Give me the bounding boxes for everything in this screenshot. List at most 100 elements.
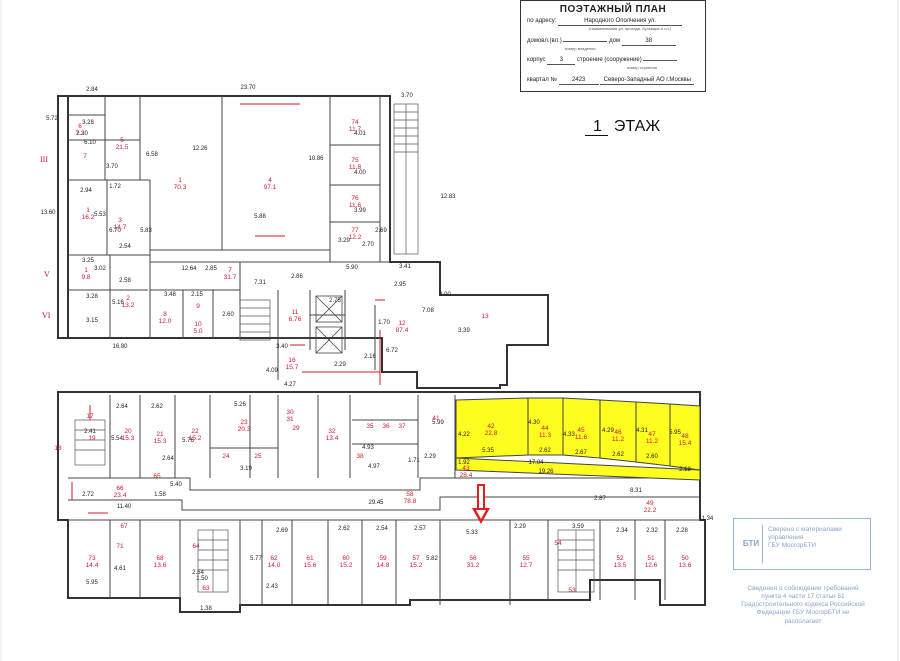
room-number: 10: [194, 321, 202, 328]
house-sub: номер владения: [565, 46, 596, 51]
dimension-label: 4.30: [528, 420, 540, 426]
room-number: 3: [118, 217, 122, 224]
axis-markers: III V VI: [40, 155, 51, 320]
dimension-label: 2.41: [84, 429, 96, 435]
room-number: 53: [568, 587, 576, 594]
room-area: 12.0: [159, 318, 172, 325]
room-number: 35: [366, 423, 374, 430]
dimension-label: 5.95: [669, 430, 681, 436]
dimension-label: 2.70: [362, 242, 374, 248]
dimension-label: 2.94: [80, 188, 92, 194]
dimension-label: 2.29: [514, 524, 526, 530]
room-number: 9: [196, 303, 200, 310]
dimension-label: 2.54: [192, 570, 204, 576]
dimension-label: 3.28: [82, 120, 94, 126]
dimension-label: 3.28: [86, 294, 98, 300]
room-number: 41: [432, 415, 440, 422]
dimension-label: 4.61: [114, 566, 126, 572]
dimension-label: 5.77: [250, 556, 262, 562]
highlighted-room-area: 15.4: [679, 440, 692, 447]
room-area: 15.2: [340, 562, 353, 569]
dimension-label: 2.72: [82, 492, 94, 498]
dimension-label: 2.12: [679, 467, 691, 473]
room-area: 13.5: [614, 562, 627, 569]
room-number: 21: [156, 431, 164, 438]
room-area: 31.7: [224, 274, 237, 281]
room-number: 1: [84, 267, 88, 274]
room-number: 7: [228, 267, 232, 274]
dimension-label: 29.45: [368, 500, 384, 506]
room-area: 21.5: [116, 144, 129, 151]
dimension-label: 5.26: [234, 402, 246, 408]
svg-text:VI: VI: [42, 311, 51, 320]
dimension-label: 3.19: [240, 466, 252, 472]
room-area: 31: [286, 416, 294, 423]
highlighted-room-number: 46: [614, 429, 622, 436]
dimension-label: 12.26: [192, 146, 208, 152]
dimension-label: 2.30: [76, 131, 88, 137]
room-area: 31.2: [467, 562, 480, 569]
house-number-blank: [563, 41, 608, 42]
room-number: 7: [83, 153, 87, 160]
room-area: 14.8: [377, 562, 390, 569]
dimension-label: 5.83: [140, 228, 152, 234]
dimension-label: 3.70: [401, 93, 413, 99]
room-area: 11.6: [349, 202, 362, 209]
dimension-label: 2.54: [376, 526, 388, 532]
room-number: 12: [398, 320, 406, 327]
room-number: 76: [351, 195, 359, 202]
room-number: 54: [554, 540, 562, 547]
dimension-label: 4.33: [563, 432, 575, 438]
room-area: 70.3: [174, 184, 187, 191]
room-number: 74: [351, 119, 359, 126]
floor-word: ЭТАЖ: [613, 118, 661, 135]
room-area: 6.76: [289, 316, 302, 323]
room-number: 11: [292, 309, 299, 316]
upper-stair-1: [393, 103, 419, 255]
dimension-label: 2.60: [646, 454, 658, 460]
room-number: 25: [254, 453, 262, 460]
building-label: строение (сооружение): [576, 57, 642, 63]
room-number: 49: [646, 500, 654, 507]
dimension-label: 2.69: [375, 228, 387, 234]
dimension-label: 19.26: [538, 469, 554, 475]
dimension-label: 4.31: [636, 428, 648, 434]
dimension-label: 2.64: [162, 456, 174, 462]
room-area: 15.3: [122, 435, 135, 442]
dimension-label: 2.43: [266, 584, 278, 590]
room-number: 68: [156, 555, 164, 562]
room-area: 22.2: [644, 507, 657, 514]
dimension-label: 2.67: [575, 450, 587, 456]
lower-upper-row: [109, 395, 456, 478]
room-number: 58: [406, 491, 414, 498]
dimension-label: 2.54: [119, 244, 131, 250]
dimension-label: 2.85: [205, 266, 217, 272]
room-area: 13.2: [122, 302, 135, 309]
room-area: 12.6: [645, 562, 658, 569]
room-area: 20.3: [238, 426, 251, 433]
dimension-label: 5.54: [111, 436, 123, 442]
highlighted-room-area: 11.3: [539, 432, 552, 439]
room-number: 20: [124, 428, 132, 435]
korpus-label: корпус: [527, 57, 546, 63]
room-number: 59: [379, 555, 387, 562]
room-number: 77: [351, 227, 359, 234]
room-area: 97.1: [264, 184, 277, 191]
dimension-label: 1.70: [378, 320, 390, 326]
room-area: 14.7: [114, 224, 127, 231]
dimension-label: 3.25: [82, 258, 94, 264]
dimension-label: 2.62: [539, 448, 551, 454]
dimension-label: 3.59: [572, 524, 584, 530]
room-labels: 67.2521.5170.3497.17411.77511.87611.6771…: [54, 119, 691, 594]
dimension-label: 3.40: [276, 344, 288, 350]
dimension-label: 5.82: [426, 556, 438, 562]
dimension-label: 3.70: [106, 164, 118, 170]
dimension-label: 5.90: [346, 265, 358, 271]
highlighted-room-area: 11.2: [646, 438, 659, 445]
room-number: 37: [398, 423, 406, 430]
dimension-label: 6.72: [386, 348, 398, 354]
dimension-label: 4.01: [354, 131, 366, 137]
dimension-label: 3.99: [354, 208, 366, 214]
